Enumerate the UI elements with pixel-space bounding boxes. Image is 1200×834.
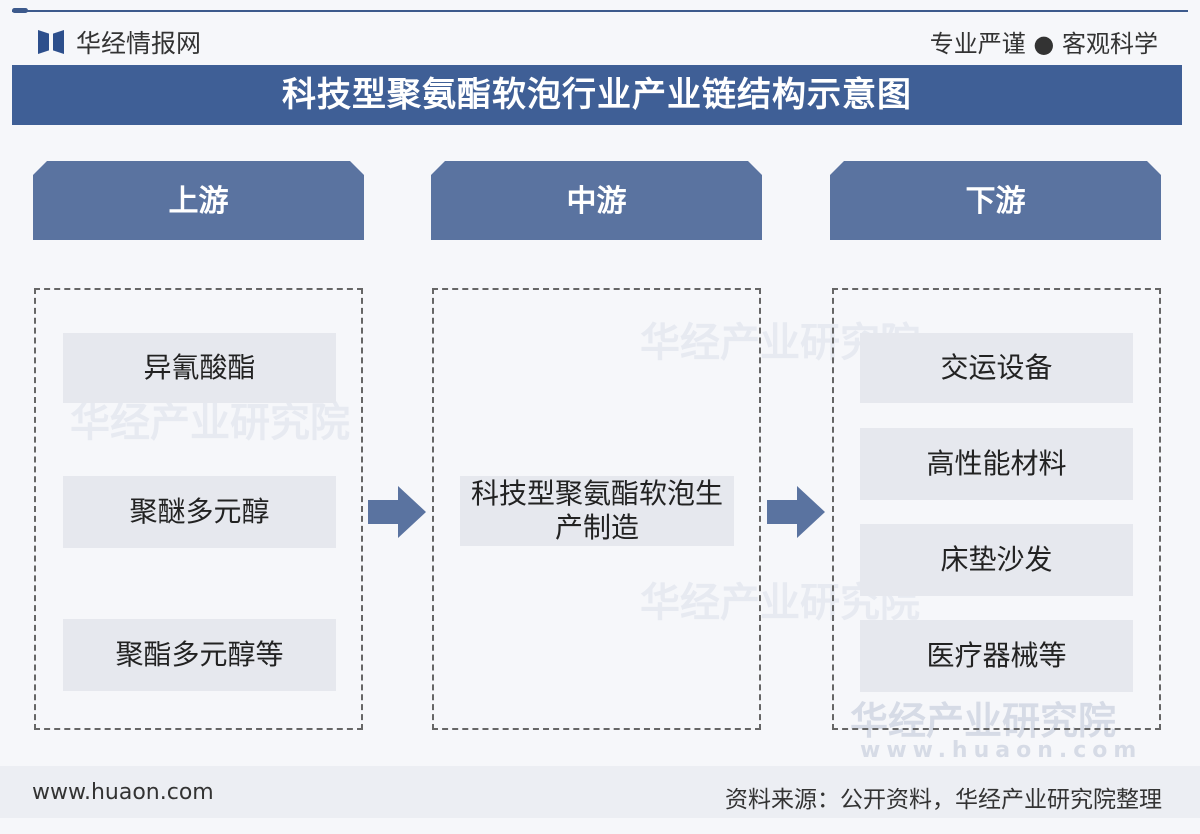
upstream-box	[34, 288, 363, 730]
brand-name: 华经情报网	[76, 29, 202, 58]
header-midstream: 中游	[431, 161, 762, 240]
logo-icon	[38, 30, 64, 54]
arrow-right-icon	[767, 486, 825, 538]
watermark: 华经产业研究院	[70, 400, 350, 446]
footer	[0, 766, 1200, 818]
midstream-item: 科技型聚氨酯软泡生产制造	[460, 476, 734, 546]
watermark-url: www.huaon.com	[860, 738, 1143, 763]
page-title: 科技型聚氨酯软泡行业产业链结构示意图	[12, 65, 1182, 125]
downstream-item: 床垫沙发	[860, 524, 1133, 596]
footer-url: www.huaon.com	[32, 780, 214, 805]
arrow-right-icon	[368, 486, 426, 538]
header-downstream: 下游	[830, 161, 1161, 240]
downstream-item: 医疗器械等	[860, 620, 1133, 692]
header-upstream: 上游	[33, 161, 364, 240]
midstream-box	[432, 288, 761, 730]
slogan: 专业严谨 ● 客观科学	[929, 30, 1158, 58]
downstream-item: 高性能材料	[860, 428, 1133, 500]
brand-logo: 华经情报网	[38, 24, 201, 60]
downstream-item: 交运设备	[860, 333, 1133, 403]
upstream-item: 聚醚多元醇	[63, 476, 336, 548]
upstream-item: 聚酯多元醇等	[63, 619, 336, 691]
watermark: 华经产业研究院	[850, 699, 1117, 743]
footer-source: 资料来源：公开资料，华经产业研究院整理	[725, 787, 1162, 813]
top-rule	[12, 8, 1188, 13]
downstream-box	[832, 288, 1161, 730]
upstream-item: 异氰酸酯	[63, 333, 336, 403]
